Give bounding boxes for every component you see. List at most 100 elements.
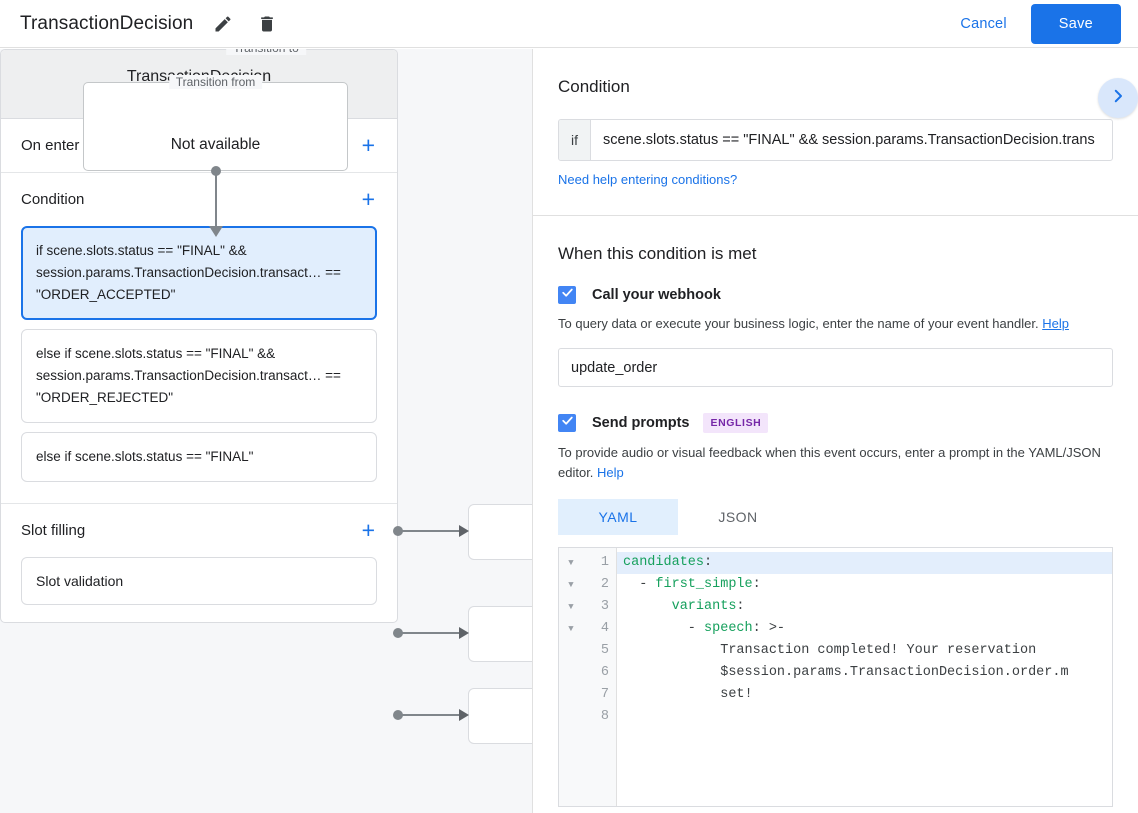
section-title-slot-filling: Slot filling — [21, 522, 86, 539]
code-line[interactable]: variants: — [617, 596, 1112, 618]
fold-arrow-icon[interactable]: ▼ — [568, 580, 574, 590]
call-webhook-row[interactable]: Call your webhook — [558, 286, 1113, 304]
section-header-slot-filling: Slot filling + — [21, 504, 377, 557]
transition-target-stub[interactable] — [468, 688, 532, 744]
fold-spacer — [559, 684, 583, 706]
send-prompts-row[interactable]: Send prompts ENGLISH — [558, 413, 1113, 433]
when-condition-met-section: When this condition is met Call your web… — [533, 216, 1138, 807]
scene-graph-canvas[interactable]: Transition from Not available Transition… — [0, 49, 532, 813]
code-token: speech — [704, 621, 753, 636]
save-button[interactable]: Save — [1030, 3, 1121, 44]
line-number: 8 — [600, 709, 609, 724]
condition-list: if scene.slots.status == "FINAL" && sess… — [21, 226, 377, 503]
condition-heading: Condition — [558, 77, 630, 96]
add-slot-filling-button[interactable]: + — [361, 517, 375, 543]
transition-target-stub[interactable] — [468, 606, 532, 662]
editor-code-area[interactable]: candidates: - first_simple: variants: - … — [617, 548, 1112, 806]
check-icon — [561, 286, 574, 304]
transition-from-value: Not available — [170, 136, 261, 153]
webhook-description-text: To query data or execute your business l… — [558, 316, 1039, 331]
line-number: 2 — [600, 577, 609, 592]
cancel-button[interactable]: Cancel — [948, 8, 1018, 40]
code-line[interactable]: $session.params.TransactionDecision.orde… — [617, 662, 1112, 684]
delete-button[interactable] — [253, 10, 281, 38]
prompts-description: To provide audio or visual feedback when… — [558, 443, 1113, 483]
editor-format-tabs: YAML JSON — [558, 499, 1113, 535]
section-title-on-enter: On enter — [21, 137, 80, 154]
topbar-actions: Cancel Save — [948, 3, 1121, 44]
code-token: Transaction completed! Your reservation — [623, 643, 1037, 658]
condition-input-row[interactable]: if — [558, 119, 1113, 161]
trash-icon — [257, 14, 277, 34]
code-line[interactable]: Transaction completed! Your reservation — [617, 640, 1112, 662]
transition-to-legend: Transition to — [226, 49, 306, 55]
check-icon — [561, 414, 574, 432]
code-line[interactable]: set! — [617, 684, 1112, 706]
fold-spacer — [559, 662, 583, 684]
section-slot-filling: Slot filling + Slot validation — [1, 504, 397, 617]
edge-line — [398, 632, 460, 634]
code-token: : — [752, 577, 761, 592]
prompts-description-text: To provide audio or visual feedback when… — [558, 445, 1101, 480]
condition-item[interactable]: if scene.slots.status == "FINAL" && sess… — [21, 226, 377, 320]
add-on-enter-button[interactable]: + — [361, 132, 375, 158]
line-number: 4 — [600, 621, 609, 636]
code-line[interactable]: - speech: >- — [617, 618, 1112, 640]
if-prefix-label: if — [559, 120, 591, 160]
slot-validation-item[interactable]: Slot validation — [21, 557, 377, 605]
editor-fold-gutter[interactable]: ▼ ▼ ▼ ▼ — [559, 548, 583, 806]
code-line[interactable]: - first_simple: — [617, 574, 1112, 596]
condition-section: Condition if Need help entering conditio… — [533, 49, 1138, 216]
line-number: 5 — [600, 643, 609, 658]
tab-yaml[interactable]: YAML — [558, 499, 678, 535]
details-panel: Condition if Need help entering conditio… — [532, 49, 1138, 813]
code-token: - — [623, 577, 656, 592]
fold-spacer — [559, 706, 583, 728]
section-condition: Condition + if scene.slots.status == "FI… — [1, 173, 397, 504]
call-webhook-checkbox[interactable] — [558, 286, 576, 304]
event-handler-input[interactable] — [558, 348, 1113, 387]
add-condition-button[interactable]: + — [361, 186, 375, 212]
edge-arrow — [459, 525, 469, 537]
condition-item[interactable]: else if scene.slots.status == "FINAL" — [21, 432, 377, 482]
next-panel-button[interactable] — [1098, 78, 1138, 118]
edge-arrow — [459, 627, 469, 639]
line-number: 3 — [600, 599, 609, 614]
tab-json[interactable]: JSON — [678, 499, 798, 535]
line-number: 6 — [600, 665, 609, 680]
edit-name-button[interactable] — [209, 10, 237, 38]
transition-target-stub[interactable] — [468, 504, 532, 560]
section-header-on-enter: On enter + — [21, 119, 377, 172]
pencil-icon — [213, 14, 233, 34]
code-token: set! — [623, 687, 753, 702]
code-token: first_simple — [655, 577, 753, 592]
webhook-help-link[interactable]: Help — [1042, 316, 1069, 331]
page-title: TransactionDecision — [20, 12, 194, 34]
fold-arrow-icon[interactable]: ▼ — [568, 624, 574, 634]
condition-item[interactable]: else if scene.slots.status == "FINAL" &&… — [21, 329, 377, 423]
fold-arrow-icon[interactable]: ▼ — [568, 602, 574, 612]
top-app-bar: TransactionDecision Cancel Save — [0, 0, 1138, 48]
send-prompts-label: Send prompts — [592, 415, 690, 431]
slot-filling-list: Slot validation — [21, 557, 377, 617]
fold-arrow-icon[interactable]: ▼ — [568, 558, 574, 568]
code-token: : — [736, 599, 745, 614]
code-token — [623, 599, 672, 614]
connector-line — [215, 171, 217, 228]
code-line[interactable] — [617, 706, 1112, 728]
condition-help-link[interactable]: Need help entering conditions? — [558, 172, 738, 187]
section-header-condition: Condition + — [21, 173, 377, 226]
when-met-heading: When this condition is met — [558, 244, 757, 263]
code-line[interactable]: candidates: — [617, 552, 1112, 574]
send-prompts-checkbox[interactable] — [558, 414, 576, 432]
condition-expression-input[interactable] — [591, 120, 1112, 160]
fold-spacer — [559, 640, 583, 662]
code-token: : >- — [752, 621, 786, 636]
section-title-condition: Condition — [21, 191, 85, 208]
prompts-help-link[interactable]: Help — [597, 465, 624, 480]
code-token: : — [704, 555, 713, 570]
edge-line — [398, 714, 460, 716]
transition-from-card: Transition from Not available — [83, 75, 348, 171]
